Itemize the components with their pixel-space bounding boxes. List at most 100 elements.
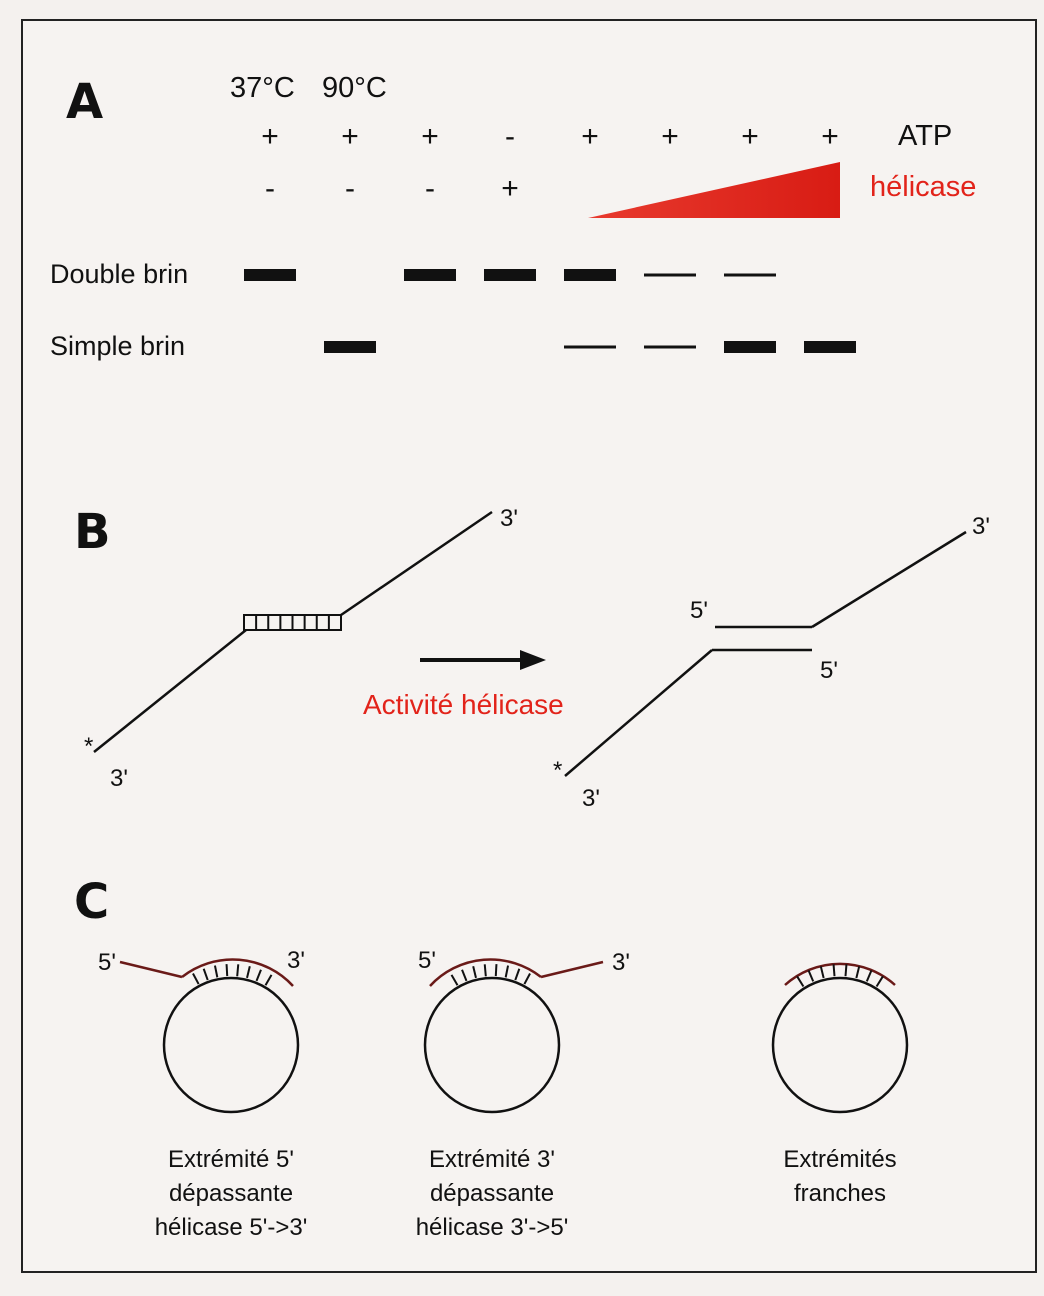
oligo-rung bbox=[875, 975, 884, 988]
caption-2-line-2: dépassante bbox=[430, 1180, 554, 1207]
overhang-5-prime-tail bbox=[119, 960, 183, 979]
oligo-rung bbox=[832, 964, 836, 977]
star-marker-left: * bbox=[84, 733, 93, 760]
oligo-rung bbox=[202, 968, 209, 981]
double-strand-band-lane-7 bbox=[724, 273, 776, 277]
single-strand-band-lane-6 bbox=[644, 345, 696, 349]
caption-2: Extrémité 3' dépassante hélicase 3'->5' bbox=[416, 1146, 569, 1241]
panel-a-letter: A bbox=[66, 74, 103, 130]
product-end-5-prime-upper: 5' bbox=[690, 597, 708, 624]
circular-ssdna-3 bbox=[771, 976, 909, 1114]
double-strand-band-lane-4 bbox=[484, 269, 536, 281]
oligo-rung bbox=[865, 969, 873, 982]
c2-end-5-prime: 5' bbox=[418, 947, 436, 974]
caption-1-line-1: Extrémité 5' bbox=[168, 1146, 294, 1173]
end-3-prime-lower-left: 3' bbox=[110, 765, 128, 792]
helicase-sign-lane-1: - bbox=[265, 172, 275, 205]
oligo-rung bbox=[236, 964, 240, 977]
helicase-label: hélicase bbox=[870, 171, 976, 203]
oligo-rung bbox=[255, 969, 262, 982]
oligo-rung bbox=[192, 973, 200, 985]
oligo-rung bbox=[504, 965, 510, 978]
double-strand-band-lane-6 bbox=[644, 273, 696, 277]
substrate-5-prime-overhang: 5' 3' bbox=[98, 947, 305, 1114]
oligo-2-rungs bbox=[450, 964, 531, 986]
product-end-3-prime-lower: 3' bbox=[582, 785, 600, 812]
atp-sign-lane-3: + bbox=[421, 120, 439, 153]
oligo-rung bbox=[461, 969, 468, 982]
atp-sign-lane-7: + bbox=[741, 120, 759, 153]
oligo-rung bbox=[819, 966, 825, 979]
single-strand-band-lane-8 bbox=[804, 341, 856, 353]
product-end-3-prime-upper: 3' bbox=[972, 513, 990, 540]
caption-2-line-3: hélicase 3'->5' bbox=[416, 1214, 569, 1241]
caption-3: Extrémités franches bbox=[783, 1146, 896, 1207]
atp-sign-lane-8: + bbox=[821, 120, 839, 153]
star-marker-right: * bbox=[553, 757, 562, 784]
long-strand-left bbox=[93, 629, 247, 753]
double-strand-label: Double brin bbox=[50, 259, 188, 289]
temp-37-label: 37°C bbox=[230, 72, 295, 104]
reaction-arrow bbox=[420, 650, 546, 670]
helicase-sign-lane-4: + bbox=[501, 172, 519, 205]
substrate-duplex: * 3' 3' bbox=[84, 505, 518, 792]
caption-1-line-3: hélicase 5'->3' bbox=[155, 1214, 308, 1241]
caption-1-line-2: dépassante bbox=[169, 1180, 293, 1207]
substrate-blunt-ends bbox=[771, 962, 909, 1114]
single-strand-band-lane-7 bbox=[724, 341, 776, 353]
atp-sign-lane-2: + bbox=[341, 120, 359, 153]
annealed-oligo-3 bbox=[784, 962, 896, 986]
panel-c: C 5' 3' 5' 3' Extrémité 5' d bbox=[74, 874, 909, 1241]
product-long-strand-right bbox=[811, 530, 967, 629]
oligo-rung bbox=[523, 973, 531, 985]
atp-sign-lane-5: + bbox=[581, 120, 599, 153]
double-strand-bands bbox=[244, 269, 776, 281]
oligo-rung bbox=[494, 964, 498, 977]
overhang-3-prime-tail bbox=[540, 960, 604, 979]
figure-frame bbox=[21, 19, 1037, 1273]
caption-3-line-1: Extrémités bbox=[783, 1146, 896, 1173]
c2-end-3-prime: 3' bbox=[612, 949, 630, 976]
caption-1: Extrémité 5' dépassante hélicase 5'->3' bbox=[155, 1146, 308, 1241]
atp-sign-lane-4: - bbox=[505, 120, 515, 153]
helicase-sign-row: ---+ bbox=[265, 172, 519, 205]
unwound-product: * 3' 5' 5' 3' bbox=[553, 513, 990, 812]
substrate-3-prime-overhang: 5' 3' bbox=[418, 947, 630, 1114]
atp-sign-lane-1: + bbox=[261, 120, 279, 153]
single-strand-label: Simple brin bbox=[50, 331, 185, 361]
oligo-rung bbox=[514, 968, 521, 981]
caption-2-line-1: Extrémité 3' bbox=[429, 1146, 555, 1173]
circular-ssdna-1 bbox=[162, 976, 300, 1114]
caption-3-line-2: franches bbox=[794, 1180, 886, 1207]
double-strand-band-lane-3 bbox=[404, 269, 456, 281]
helicase-sign-lane-3: - bbox=[425, 172, 435, 205]
oligo-3-rungs bbox=[796, 964, 884, 988]
atp-sign-lane-6: + bbox=[661, 120, 679, 153]
oligo-rung bbox=[855, 966, 861, 979]
annealed-oligo-1 bbox=[181, 958, 294, 987]
oligo-rung bbox=[844, 964, 848, 977]
temp-90-label: 90°C bbox=[322, 72, 387, 104]
helicase-activity-label: Activité hélicase bbox=[363, 689, 564, 720]
oligo-rung bbox=[472, 965, 477, 979]
panel-b: B * 3' 3' Activité hélicase * 3' 5' 5' bbox=[74, 504, 990, 812]
oligo-rung bbox=[483, 964, 487, 977]
panel-c-letter: C bbox=[74, 874, 109, 930]
oligo-rung bbox=[246, 965, 251, 979]
oligo-rung bbox=[796, 975, 805, 988]
product-long-strand-left bbox=[564, 649, 713, 777]
helicase-gradient-wedge bbox=[588, 162, 840, 218]
double-strand-band-lane-5 bbox=[564, 269, 616, 281]
oligo-1-rungs bbox=[192, 964, 273, 986]
atp-sign-row: + + + - + + + + bbox=[261, 120, 839, 153]
panel-a: A 37°C 90°C + + + - + + + + ATP - - - + hélicase D… bbox=[50, 72, 976, 361]
annealed-oligo-2 bbox=[429, 958, 542, 987]
c1-end-5-prime: 5' bbox=[98, 949, 116, 976]
oligo-rung bbox=[807, 969, 815, 982]
double-strand-band-lane-1 bbox=[244, 269, 296, 281]
single-strand-band-lane-2 bbox=[324, 341, 376, 353]
circular-ssdna-2 bbox=[423, 976, 561, 1114]
panel-b-letter: B bbox=[74, 504, 111, 560]
atp-label: ATP bbox=[898, 120, 952, 152]
